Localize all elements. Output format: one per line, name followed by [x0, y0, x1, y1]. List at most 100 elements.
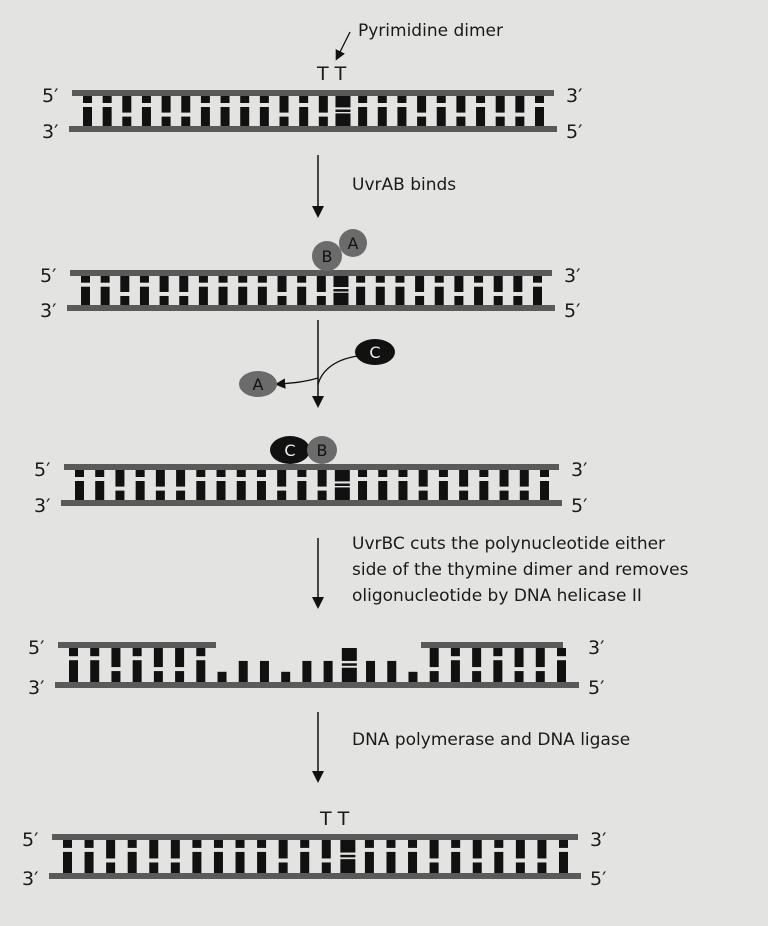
base-bottom [106, 862, 116, 873]
three-prime-label-left: 3′ [34, 495, 50, 517]
base-bottom [456, 116, 466, 126]
three-prime-label-left: 3′ [28, 677, 44, 699]
base-top [75, 470, 84, 477]
dna-stage-5-repaired: 5′3′3′5′ [22, 829, 606, 890]
base-top [513, 276, 523, 292]
dna-stage-3: 5′3′3′5′ [34, 459, 587, 517]
base-top [139, 276, 149, 283]
base-top [83, 96, 92, 103]
dimer-base [334, 470, 350, 482]
base-top [216, 470, 226, 477]
base-bottom [100, 286, 110, 305]
base-bottom [493, 660, 503, 682]
base-top [358, 96, 368, 103]
base-bottom [135, 481, 145, 500]
base-top [398, 470, 408, 477]
three-prime-label-left: 3′ [22, 868, 38, 890]
bottom-strand [69, 126, 557, 132]
base-bottom [240, 107, 250, 126]
protein-b-bound-2: B [307, 436, 337, 464]
base-bottom [200, 107, 210, 126]
dimer-bond [340, 854, 356, 858]
base-bottom [297, 481, 307, 500]
base-bottom [299, 107, 309, 126]
base-top [170, 840, 180, 859]
base-bottom [278, 862, 288, 873]
base-bottom [69, 660, 78, 682]
top-strand [72, 90, 554, 96]
base-top [181, 96, 191, 113]
dimer-base [335, 96, 351, 108]
base-bottom [259, 660, 269, 682]
protein-a-released: A [239, 371, 277, 397]
base-bottom [90, 660, 100, 682]
dimer-base [333, 276, 349, 288]
base-top [196, 648, 206, 657]
three-prime-label-right: 3′ [588, 637, 604, 659]
base-top [540, 470, 549, 477]
dimer-base-pair [335, 113, 351, 126]
base-bottom [476, 107, 486, 126]
base-bottom [317, 490, 327, 500]
base-top [277, 470, 287, 487]
base-bottom [277, 295, 287, 305]
dimer-base [340, 840, 356, 853]
base-top [417, 96, 427, 113]
base-bottom [417, 116, 427, 126]
base-bottom [415, 295, 425, 305]
base-top [235, 840, 245, 848]
base-top [395, 276, 405, 283]
base-top [299, 96, 309, 103]
bottom-strand [67, 305, 555, 311]
base-bottom [153, 671, 163, 682]
dimer-base-pair [341, 667, 357, 682]
base-top [179, 276, 189, 292]
base-bottom [181, 116, 191, 126]
base-bottom [235, 851, 245, 873]
base-bottom [323, 660, 333, 682]
base-top [135, 470, 145, 477]
base-top [200, 96, 210, 103]
dimer-base-pair [333, 292, 349, 305]
base-bottom [356, 286, 366, 305]
base-bottom [514, 671, 524, 682]
dna-stage-2: 5′3′3′5′ [40, 265, 580, 322]
base-top [474, 276, 484, 283]
base-bottom [257, 286, 267, 305]
base-top [535, 648, 545, 668]
base-bottom [429, 671, 439, 682]
base-bottom [216, 481, 226, 500]
base-bottom [535, 671, 545, 682]
base-top [81, 276, 90, 283]
base-top [279, 96, 289, 113]
pyrimidine-dimer-label: Pyrimidine dimer [358, 21, 503, 41]
base-bottom [364, 851, 374, 873]
base-top [535, 96, 544, 103]
base-top [115, 470, 125, 487]
base-top [218, 276, 228, 283]
base-top [493, 276, 503, 292]
base-bottom [220, 107, 230, 126]
base-bottom [196, 660, 206, 682]
base-bottom [83, 107, 92, 126]
dimer-base-pair [340, 859, 356, 873]
base-top [159, 276, 169, 292]
base-bottom [132, 660, 142, 682]
base-bottom [358, 481, 368, 500]
base-top [356, 276, 366, 283]
base-bottom [493, 295, 503, 305]
base-bottom [472, 671, 482, 682]
base-bottom [515, 862, 525, 873]
five-prime-label-right: 5′ [571, 495, 587, 517]
base-bottom [75, 481, 84, 500]
base-bottom [159, 295, 169, 305]
base-top [196, 470, 206, 477]
base-bottom [63, 851, 72, 873]
base-top [397, 96, 407, 103]
protein-c-bound: C [270, 436, 310, 464]
base-top [454, 276, 464, 292]
base-top [559, 840, 568, 848]
base-top [297, 470, 307, 477]
base-bottom [297, 286, 307, 305]
base-bottom [495, 116, 505, 126]
